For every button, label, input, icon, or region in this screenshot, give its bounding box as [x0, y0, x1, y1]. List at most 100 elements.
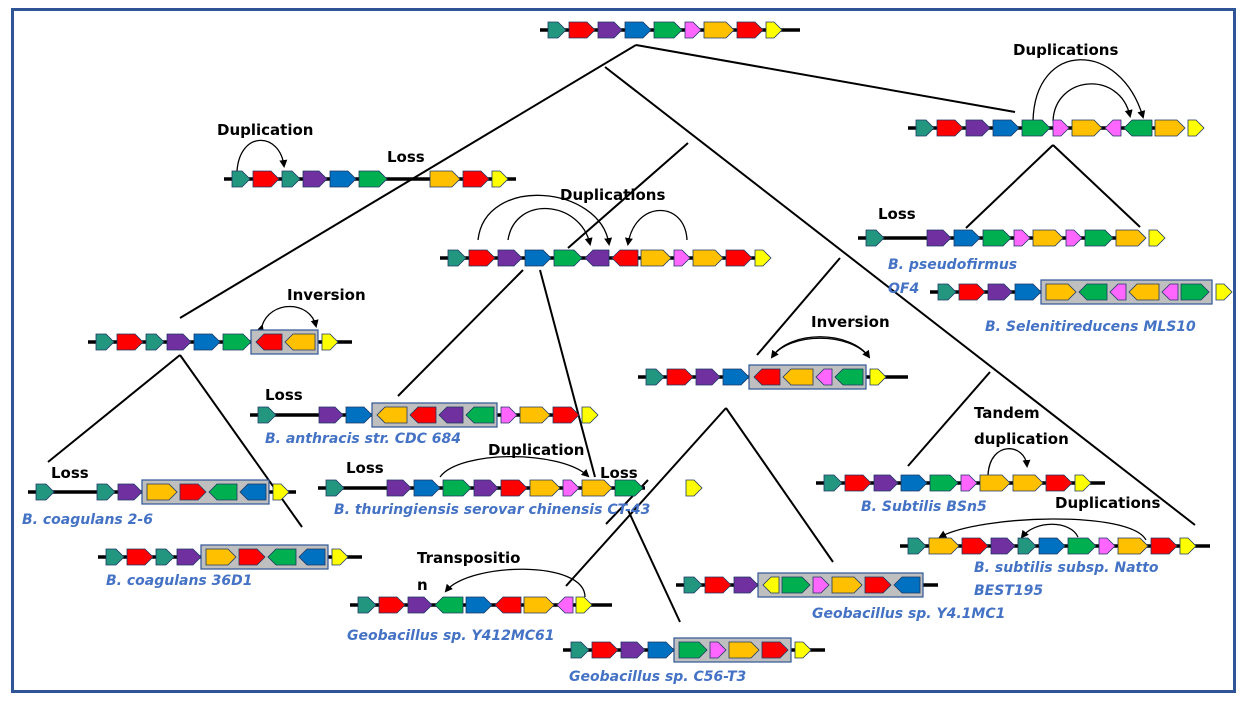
gene-arrow-magenta: [1098, 537, 1116, 555]
gene-arrow-purple: [473, 479, 499, 497]
gene-clusters: [28, 21, 1233, 663]
event-labels: Duplications Duplication Loss Duplicatio…: [51, 41, 1160, 594]
gene-cluster-natto: [900, 537, 1210, 555]
gene-arrow-yellow-reverse: [762, 576, 780, 594]
gene-arrow-magenta: [709, 641, 727, 659]
gene-arrow-teal: [907, 537, 927, 555]
species-label: B. subtilis subsp. Natto: [974, 560, 1159, 576]
gene-arrow-yellow: [272, 483, 290, 501]
gene-arrow-purple: [318, 406, 344, 424]
gene-arrow-red: [468, 249, 496, 267]
gene-arrow-red-reverse: [255, 333, 283, 351]
gene-arrow-yellow: [685, 479, 703, 497]
gene-arrow-teal: [645, 368, 665, 386]
gene-arrow-yellow: [869, 368, 887, 386]
gene-arrow-teal: [325, 479, 345, 497]
gene-cluster-subtilis: [816, 474, 1105, 492]
gene-arrow-red: [238, 548, 266, 566]
gene-cluster-geo_c56: [563, 637, 825, 663]
species-label: B. coagulans 36D1: [106, 573, 252, 589]
gene-arrow-teal: [570, 641, 590, 659]
gene-arrow-purple: [497, 249, 523, 267]
gene-arrow-blue: [900, 474, 928, 492]
gene-cluster-selenitireducens: [930, 279, 1233, 305]
gene-arrow-orange-reverse: [782, 368, 814, 386]
gene-arrow-green: [1180, 283, 1210, 301]
gene-arrow-teal: [447, 249, 467, 267]
gene-arrow-teal: [231, 170, 251, 188]
gene-arrow-purple: [926, 229, 952, 247]
gene-arrow-purple: [407, 596, 433, 614]
gene-arrow-magenta-reverse: [815, 368, 833, 386]
gene-cluster-coag36: [98, 544, 362, 570]
branch: [965, 144, 1054, 229]
gene-arrow-green-reverse: [208, 483, 238, 501]
gene-arrow-red: [568, 21, 596, 39]
species-label: B. Subtilis BSn5: [861, 499, 987, 515]
gene-arrow-blue: [722, 368, 750, 386]
gene-arrow-teal: [865, 229, 885, 247]
label-duplication: Duplication: [217, 121, 313, 139]
gene-arrow-red: [1045, 474, 1073, 492]
figure-frame: [11, 8, 1236, 693]
gene-arrow-teal: [281, 170, 301, 188]
gene-arrow-teal: [915, 119, 935, 137]
label-duplications: Duplications: [1055, 494, 1160, 512]
gene-cluster-anc-inv-mid: [638, 364, 908, 390]
gene-arrow-green: [442, 479, 472, 497]
label-loss: Loss: [600, 464, 638, 482]
gene-cluster-thuringiensis: [318, 479, 703, 497]
gene-arrow-red: [500, 479, 528, 497]
gene-arrow-magenta-reverse: [556, 596, 574, 614]
gene-arrow-green: [614, 479, 644, 497]
gene-arrow-red-reverse: [494, 596, 522, 614]
gene-arrow-teal: [105, 548, 125, 566]
gene-arrow-red: [725, 249, 753, 267]
gene-arrow-green-reverse: [834, 368, 864, 386]
gene-arrow-purple: [386, 479, 412, 497]
gene-arrow-orange: [831, 576, 863, 594]
branch: [539, 269, 596, 478]
gene-arrow-teal: [155, 548, 175, 566]
duplication-arrow: [938, 518, 1147, 541]
gene-arrow-orange: [1154, 119, 1186, 137]
gene-arrow-green: [929, 474, 959, 492]
gene-arrow-purple: [990, 537, 1016, 555]
label-loss: Loss: [51, 464, 89, 482]
gene-arrow-orange-reverse: [376, 406, 408, 424]
gene-arrow-orange: [1115, 229, 1147, 247]
duplication-arrow: [507, 207, 593, 246]
gene-arrow-red: [958, 283, 986, 301]
gene-arrow-orange: [928, 537, 960, 555]
label-loss: Loss: [346, 459, 384, 477]
gene-arrow-yellow: [754, 249, 772, 267]
gene-arrow-orange: [1032, 229, 1064, 247]
gene-arrow-purple: [965, 119, 991, 137]
gene-arrow-orange: [1012, 474, 1044, 492]
gene-cluster-anc-dup-mid: [440, 249, 772, 267]
species-label: BEST195: [974, 583, 1043, 599]
gene-arrow-orange: [979, 474, 1011, 492]
branch: [567, 142, 689, 249]
gene-arrow-orange: [146, 483, 178, 501]
gene-arrow-yellow: [1148, 229, 1166, 247]
label-transposition-cont: n: [417, 576, 428, 594]
gene-arrow-red: [252, 170, 280, 188]
gene-arrow-green-reverse: [1078, 283, 1108, 301]
gene-arrow-orange-reverse: [1128, 283, 1160, 301]
gene-arrow-green: [222, 333, 252, 351]
species-label: B. Selenitireducens MLS10: [985, 319, 1196, 335]
branch: [565, 407, 727, 587]
gene-arrow-green: [1021, 119, 1051, 137]
gene-arrow-blue-reverse: [298, 548, 326, 566]
duplication-arrow: [439, 455, 590, 478]
gene-arrow-yellow: [321, 333, 339, 351]
inversion-arrow: [771, 336, 871, 359]
gene-arrow-green: [358, 170, 388, 188]
label-transposition: Transpositio: [417, 549, 520, 567]
gene-arrow-green-reverse: [465, 406, 495, 424]
gene-cluster-anc-inv-left: [88, 329, 352, 355]
duplication-arrow: [1020, 523, 1079, 539]
gene-arrow-red: [961, 537, 989, 555]
gene-arrow-magenta-reverse: [1109, 283, 1127, 301]
